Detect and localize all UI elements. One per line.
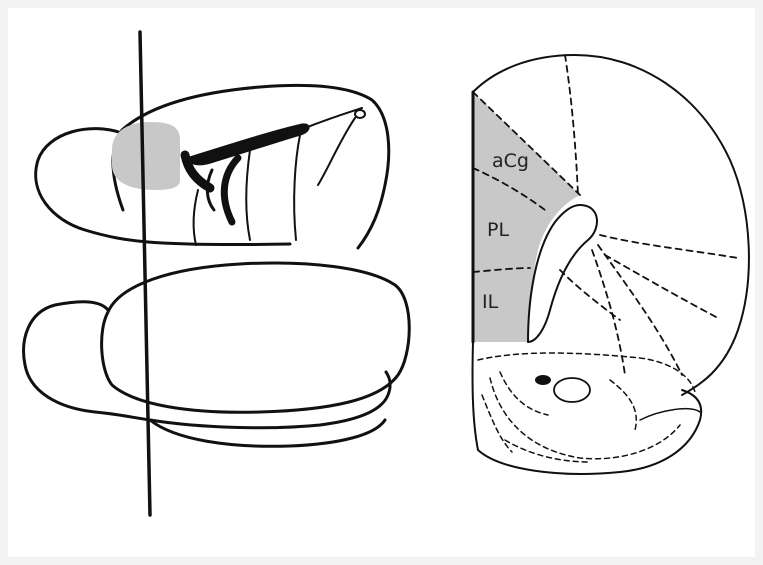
- inner-contour-4: [194, 190, 198, 245]
- inner-contour-5: [318, 118, 355, 185]
- ventral-brain-outline: [24, 302, 391, 428]
- ventral-region-outline: [473, 342, 702, 474]
- border-inner-ventricle: [560, 270, 620, 320]
- prefrontal-shaded-region: [112, 122, 180, 190]
- upper-lobe-base: [148, 242, 290, 245]
- ventral-solid-contour: [640, 409, 700, 420]
- label-acg: aCg: [492, 150, 529, 172]
- coronal-section-view: [473, 55, 749, 474]
- sagittal-brain-view: [24, 32, 410, 515]
- border-lateral-3: [598, 245, 682, 375]
- coronal-section-line: [140, 32, 150, 515]
- label-pl: PL: [487, 219, 509, 241]
- ventral-dashed-contours: [478, 353, 695, 462]
- pineal-small-circle: [355, 110, 365, 118]
- inner-contour-2: [294, 135, 300, 240]
- border-dorsal-1: [565, 55, 578, 195]
- border-lateral-4: [592, 250, 625, 375]
- inner-contour-1: [300, 108, 362, 130]
- border-lateral-1: [600, 235, 738, 258]
- label-il: IL: [482, 291, 499, 313]
- fornix-branch-2: [224, 158, 238, 222]
- inner-contour-3: [246, 150, 250, 240]
- border-lateral-2: [605, 255, 718, 318]
- anterior-commissure-dark-spot: [535, 375, 551, 385]
- anterior-commissure-ring: [554, 378, 590, 402]
